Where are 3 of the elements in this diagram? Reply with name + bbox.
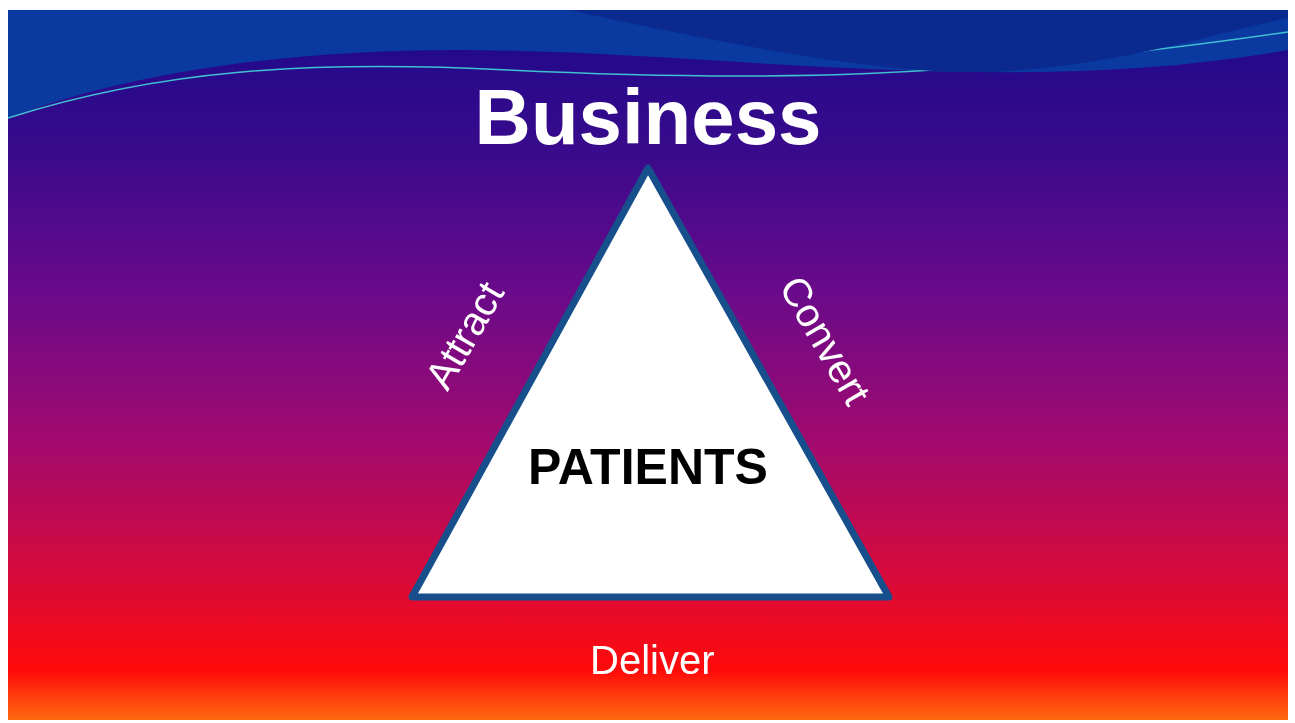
title: Business (473, 72, 823, 163)
node-label: PATIENTS (527, 438, 769, 496)
side-label: Deliver (590, 637, 715, 683)
